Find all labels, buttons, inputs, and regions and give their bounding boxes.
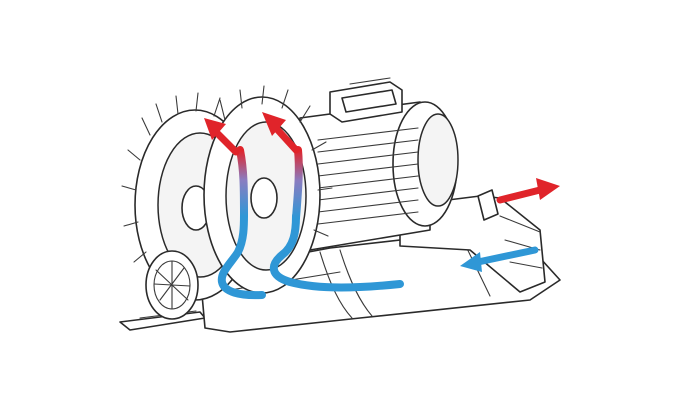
- airflow-arrows: [204, 112, 560, 300]
- rising-flow-right: [292, 146, 303, 222]
- inflow-path: [269, 212, 404, 292]
- rising-flow-left: [236, 146, 248, 220]
- inflow-arrow: [460, 246, 539, 272]
- electric-motor: [299, 101, 459, 251]
- inflow-path-left: [217, 210, 266, 300]
- outflow-arrow: [496, 178, 560, 204]
- outflow-arrow-top-left: [204, 118, 240, 156]
- terminal-box: [329, 77, 403, 123]
- cooling-fan-cover: [145, 250, 199, 320]
- outflow-arrow-top-right: [262, 112, 300, 154]
